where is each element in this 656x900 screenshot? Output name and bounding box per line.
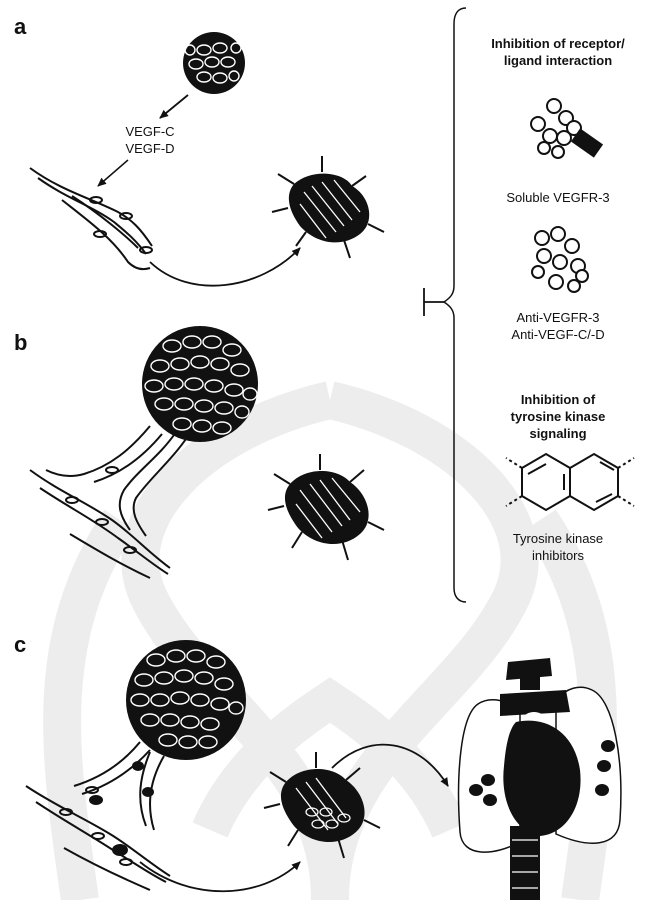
panel-c-letter: c [14, 632, 26, 657]
tumor-mass-b [142, 326, 258, 442]
arrow-vessel-to-node-a [150, 248, 300, 286]
heading-tyrosine-kinase-line3: signaling [529, 426, 586, 441]
heading-receptor-ligand-line2: ligand interaction [504, 53, 612, 68]
soluble-vegfr3-molecule-icon [531, 99, 602, 158]
naphthalene-structure-icon [506, 454, 634, 510]
antibody-molecule-icon [532, 227, 588, 292]
tumor-mass-c [126, 640, 246, 760]
label-anti-vegfr3: Anti-VEGFR-3 [516, 310, 599, 325]
label-tyrosine-kinase-line1: Tyrosine kinase [513, 531, 603, 546]
ligand-label-vegf-c: VEGF-C [125, 124, 174, 139]
arrow-ligand-to-vessel [98, 160, 128, 186]
panel-b-letter: b [14, 330, 27, 355]
heading-tyrosine-kinase-line1: Inhibition of [521, 392, 596, 407]
heading-receptor-ligand-line1: Inhibition of receptor/ [491, 36, 625, 51]
inhibitor-brace [444, 8, 466, 602]
label-anti-vegf-c-d: Anti-VEGF-C/-D [511, 327, 604, 342]
panel-a-letter: a [14, 14, 27, 39]
label-tyrosine-kinase-line2: inhibitors [532, 548, 585, 563]
heading-tyrosine-kinase-line2: tyrosine kinase [511, 409, 606, 424]
ligand-label-vegf-d: VEGF-D [125, 141, 174, 156]
label-soluble-vegfr3: Soluble VEGFR-3 [506, 190, 609, 205]
lymph-node-b [268, 454, 384, 560]
arrow-vessel-to-node-c [140, 862, 300, 891]
tumor-cell-cluster-a [183, 32, 245, 94]
arrow-tumor-to-ligand [160, 95, 188, 118]
lymphatic-vessels-a [30, 168, 152, 269]
lymph-node-a [272, 156, 384, 258]
